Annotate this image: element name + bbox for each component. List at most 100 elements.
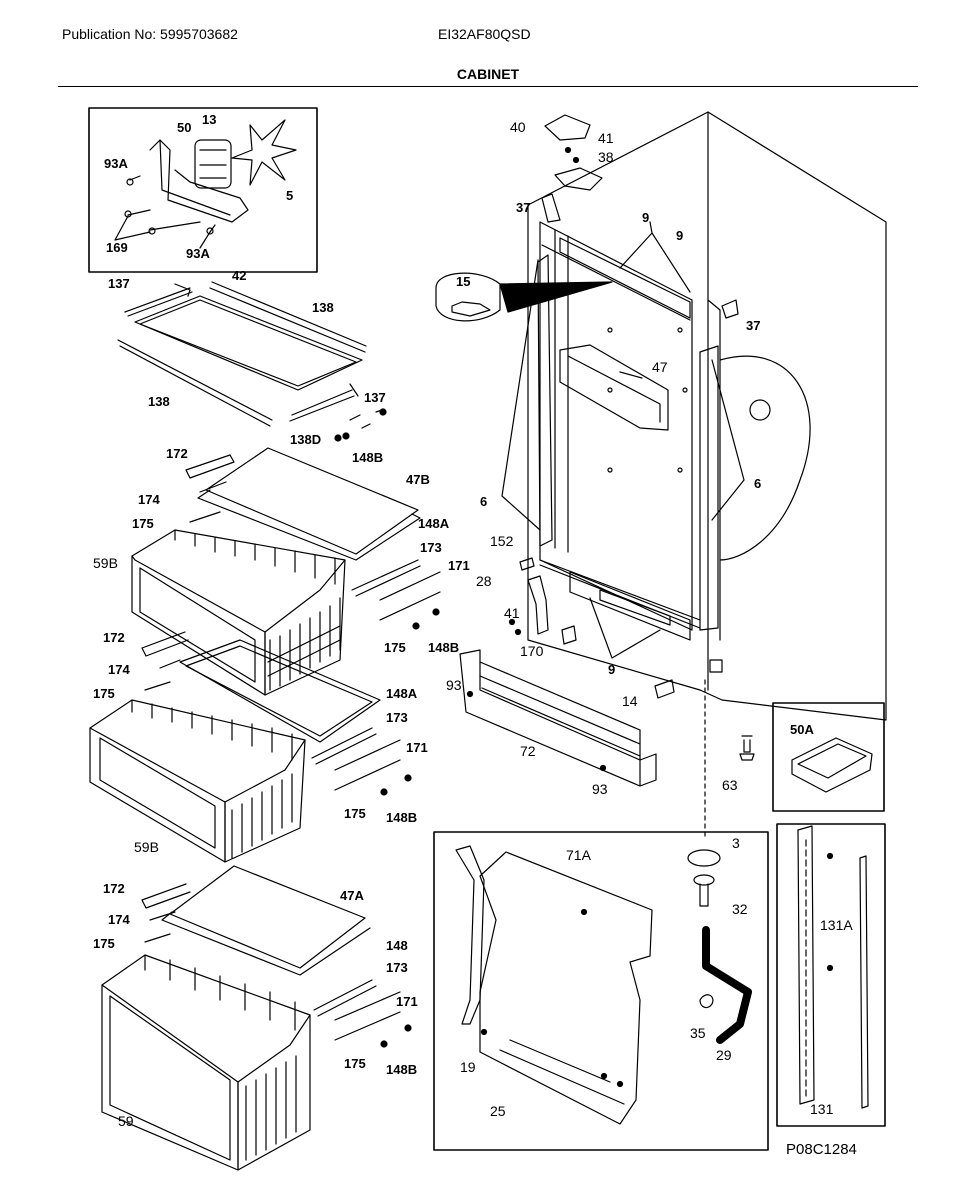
label-93a-b: 93A <box>186 246 210 261</box>
model-number: EI32AF80QSD <box>438 26 531 42</box>
label-152: 152 <box>490 533 514 549</box>
figure-number: P08C1284 <box>786 1141 857 1158</box>
label-93a: 93A <box>104 156 128 171</box>
label-148b-d: 148B <box>386 1062 417 1077</box>
label-50a: 50A <box>790 722 814 737</box>
label-59b-b: 59B <box>134 839 159 855</box>
header-rule <box>58 86 918 87</box>
label-172-b: 172 <box>103 630 125 645</box>
label-59b: 59B <box>93 555 118 571</box>
label-9: 9 <box>642 210 649 225</box>
label-175-d: 175 <box>344 806 366 821</box>
label-174-b: 174 <box>108 662 130 677</box>
label-138-b: 138 <box>148 394 170 409</box>
drain-parts <box>687 849 721 907</box>
label-148a-b: 148A <box>386 686 418 701</box>
middle-drawer-cover <box>141 631 401 791</box>
label-171: 171 <box>448 558 470 573</box>
label-174: 174 <box>138 492 160 507</box>
top-shelf-assembly <box>117 281 383 429</box>
label-37: 37 <box>516 200 530 215</box>
bottom-drawer-assembly <box>101 865 401 1171</box>
label-175-b: 175 <box>384 640 406 655</box>
label-6-b: 6 <box>754 476 761 491</box>
label-50: 50 <box>177 120 191 135</box>
label-169: 169 <box>106 240 128 255</box>
label-9-b: 9 <box>676 228 683 243</box>
drawer-screws <box>334 408 440 1048</box>
label-131a: 131A <box>820 917 853 933</box>
label-138d: 138D <box>290 432 321 447</box>
label-93: 93 <box>446 677 462 693</box>
label-5: 5 <box>286 188 293 203</box>
lower-basket <box>89 699 306 863</box>
label-173: 173 <box>420 540 442 555</box>
drain-hose <box>702 926 752 1044</box>
leveling-leg <box>739 735 755 761</box>
part-labels: 50 13 93A 5 169 93A 137 42 138 138 137 1… <box>93 112 853 1129</box>
label-173-b: 173 <box>386 710 408 725</box>
label-175-f: 175 <box>344 1056 366 1071</box>
label-3: 3 <box>732 835 740 851</box>
label-40: 40 <box>510 119 526 135</box>
label-13: 13 <box>202 112 216 127</box>
hose-clamp <box>699 994 714 1009</box>
upper-drawer-cover <box>185 447 441 621</box>
fan-motor-inset <box>88 107 318 273</box>
bottom-hinge-parts <box>508 557 577 645</box>
label-148: 148 <box>386 938 408 953</box>
label-47a: 47A <box>340 888 364 903</box>
label-29: 29 <box>716 1047 732 1063</box>
label-175: 175 <box>132 516 154 531</box>
label-148a: 148A <box>418 516 450 531</box>
label-175-c: 175 <box>93 686 115 701</box>
label-25: 25 <box>490 1103 506 1119</box>
label-131: 131 <box>810 1101 834 1117</box>
top-hinge-parts <box>541 114 739 319</box>
label-63: 63 <box>722 777 738 793</box>
label-148b: 148B <box>352 450 383 465</box>
label-14: 14 <box>622 693 638 709</box>
label-137: 137 <box>108 276 130 291</box>
label-59: 59 <box>118 1113 134 1129</box>
label-9-c: 9 <box>608 662 615 677</box>
label-175-e: 175 <box>93 936 115 951</box>
label-47: 47 <box>652 359 668 375</box>
label-148b-b: 148B <box>428 640 459 655</box>
label-71a: 71A <box>566 847 592 863</box>
label-174-c: 174 <box>108 912 130 927</box>
label-28: 28 <box>476 573 492 589</box>
upper-basket <box>131 529 346 696</box>
light-lens-callout <box>435 272 613 322</box>
label-19: 19 <box>460 1059 476 1075</box>
label-37-b: 37 <box>746 318 760 333</box>
evaporator-cover-inset <box>433 831 769 1151</box>
label-172-c: 172 <box>103 881 125 896</box>
label-42: 42 <box>232 268 246 283</box>
label-93-b: 93 <box>592 781 608 797</box>
control-box-inset <box>772 702 885 812</box>
kick-plate <box>459 649 675 787</box>
label-137-b: 137 <box>364 390 386 405</box>
label-41: 41 <box>598 130 614 146</box>
section-title: CABINET <box>456 66 520 82</box>
label-35: 35 <box>690 1025 706 1041</box>
label-47b: 47B <box>406 472 430 487</box>
label-38: 38 <box>598 149 614 165</box>
label-72: 72 <box>520 743 536 759</box>
label-172: 172 <box>166 446 188 461</box>
cabinet-leaders <box>501 221 745 659</box>
label-170: 170 <box>520 643 544 659</box>
publication-number: Publication No: 5995703682 <box>62 26 238 42</box>
label-32: 32 <box>732 901 748 917</box>
label-173-c: 173 <box>386 960 408 975</box>
rail-inset <box>776 823 886 1127</box>
label-171-c: 171 <box>396 994 418 1009</box>
label-171-b: 171 <box>406 740 428 755</box>
label-138: 138 <box>312 300 334 315</box>
label-41-b: 41 <box>504 605 520 621</box>
label-15: 15 <box>456 274 470 289</box>
cabinet-body <box>527 111 887 721</box>
label-6: 6 <box>480 494 487 509</box>
